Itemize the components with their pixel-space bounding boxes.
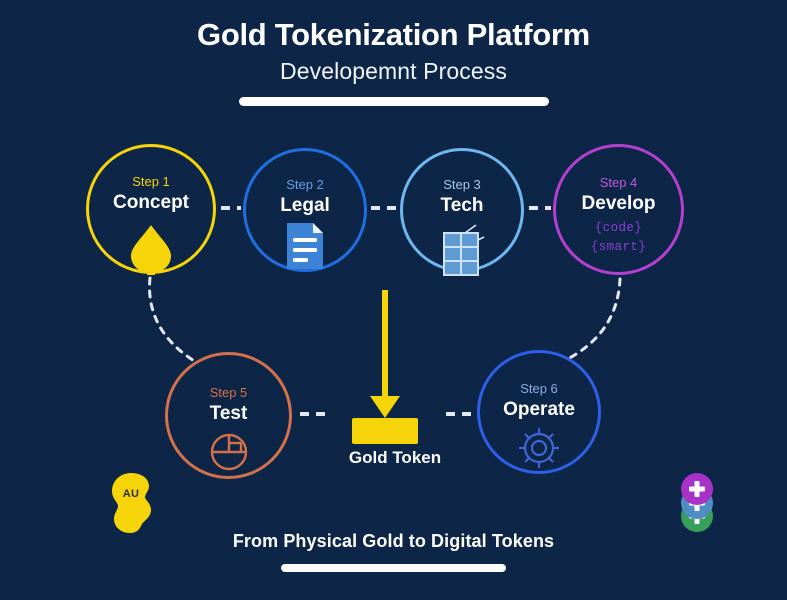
connector-step1-to-step5 bbox=[148, 276, 198, 364]
gold-token-group: Gold Token bbox=[330, 290, 460, 470]
step-node-develop-labels: Step 4 Develop bbox=[556, 175, 681, 217]
code-line-1: {code} bbox=[594, 221, 643, 235]
gold-drop-icon-wrap bbox=[89, 223, 213, 275]
step-number-4: Step 4 bbox=[599, 175, 638, 190]
connector-step2-to-step3 bbox=[371, 206, 397, 210]
step-node-concept[interactable]: Step 1 Concept bbox=[86, 144, 216, 275]
step-node-legal[interactable]: Step 2 Legal bbox=[243, 148, 367, 272]
step-node-operate-labels: Step 6 Operate bbox=[480, 381, 598, 423]
page-subtitle: Developemnt Process bbox=[280, 58, 507, 85]
code-line-2: {smart} bbox=[590, 240, 647, 255]
gold-drop-icon bbox=[131, 225, 171, 275]
step-node-test-labels: Step 5 Test bbox=[168, 385, 289, 427]
step-name-test: Test bbox=[209, 403, 248, 425]
step-name-tech: Tech bbox=[440, 195, 484, 217]
step-number-3: Step 3 bbox=[443, 177, 481, 192]
footer-tagline: From Physical Gold to Digital Tokens bbox=[232, 531, 555, 551]
step-name-concept: Concept bbox=[113, 192, 189, 214]
document-icon-wrap bbox=[246, 221, 364, 271]
header: Gold Tokenization Platform Developemnt P… bbox=[0, 17, 787, 107]
down-arrow-shaft-icon bbox=[382, 290, 388, 402]
connector-token-to-step6 bbox=[446, 412, 474, 416]
code-text-icon: {code} {smart} bbox=[556, 219, 681, 258]
step-name-develop: Develop bbox=[581, 193, 656, 215]
pie-globe-icon bbox=[210, 433, 247, 471]
gold-nugget-decoration: AU bbox=[108, 472, 154, 534]
title-underline-rule bbox=[238, 97, 549, 107]
gold-bar-icon bbox=[352, 418, 418, 444]
connector-step4-to-step6 bbox=[564, 277, 622, 362]
page-title: Gold Tokenization Platform bbox=[197, 17, 590, 52]
blockchain-grid-icon-wrap bbox=[403, 219, 521, 277]
ship-wheel-gear-icon bbox=[519, 428, 559, 468]
token-stack-decoration bbox=[668, 470, 726, 536]
step-node-develop[interactable]: Step 4 Develop {code} {smart} bbox=[553, 144, 684, 275]
step-name-operate: Operate bbox=[503, 399, 575, 421]
connector-step3-to-step4 bbox=[529, 206, 551, 210]
footer-underline-rule bbox=[281, 564, 506, 572]
step-node-tech[interactable]: Step 3 Tech bbox=[400, 148, 524, 276]
step-node-concept-labels: Step 1 Concept bbox=[89, 174, 213, 216]
connector-step1-to-step2 bbox=[221, 206, 241, 210]
step-node-operate[interactable]: Step 6 Operate bbox=[477, 350, 601, 474]
ship-wheel-gear-icon-wrap bbox=[480, 425, 598, 471]
step-node-tech-labels: Step 3 Tech bbox=[403, 177, 521, 219]
step-name-legal: Legal bbox=[280, 195, 330, 217]
step-node-legal-labels: Step 2 Legal bbox=[246, 177, 364, 219]
step-number-6: Step 6 bbox=[520, 381, 558, 396]
gold-token-label: Gold Token bbox=[348, 448, 442, 467]
blockchain-grid-icon bbox=[443, 224, 485, 276]
document-icon bbox=[287, 223, 323, 269]
gold-nugget-label: AU bbox=[122, 488, 140, 500]
pie-globe-icon-wrap bbox=[168, 431, 289, 473]
step-number-1: Step 1 bbox=[132, 174, 170, 189]
footer: From Physical Gold to Digital Tokens bbox=[0, 531, 787, 572]
stacked-plus-circles-icon bbox=[681, 473, 713, 532]
down-arrow-head-icon bbox=[370, 396, 400, 418]
gold-nugget-icon bbox=[112, 473, 151, 533]
step-number-5: Step 5 bbox=[209, 385, 248, 400]
connector-step5-to-token bbox=[300, 412, 328, 416]
step-number-2: Step 2 bbox=[286, 177, 324, 192]
step-node-test[interactable]: Step 5 Test bbox=[165, 352, 292, 479]
